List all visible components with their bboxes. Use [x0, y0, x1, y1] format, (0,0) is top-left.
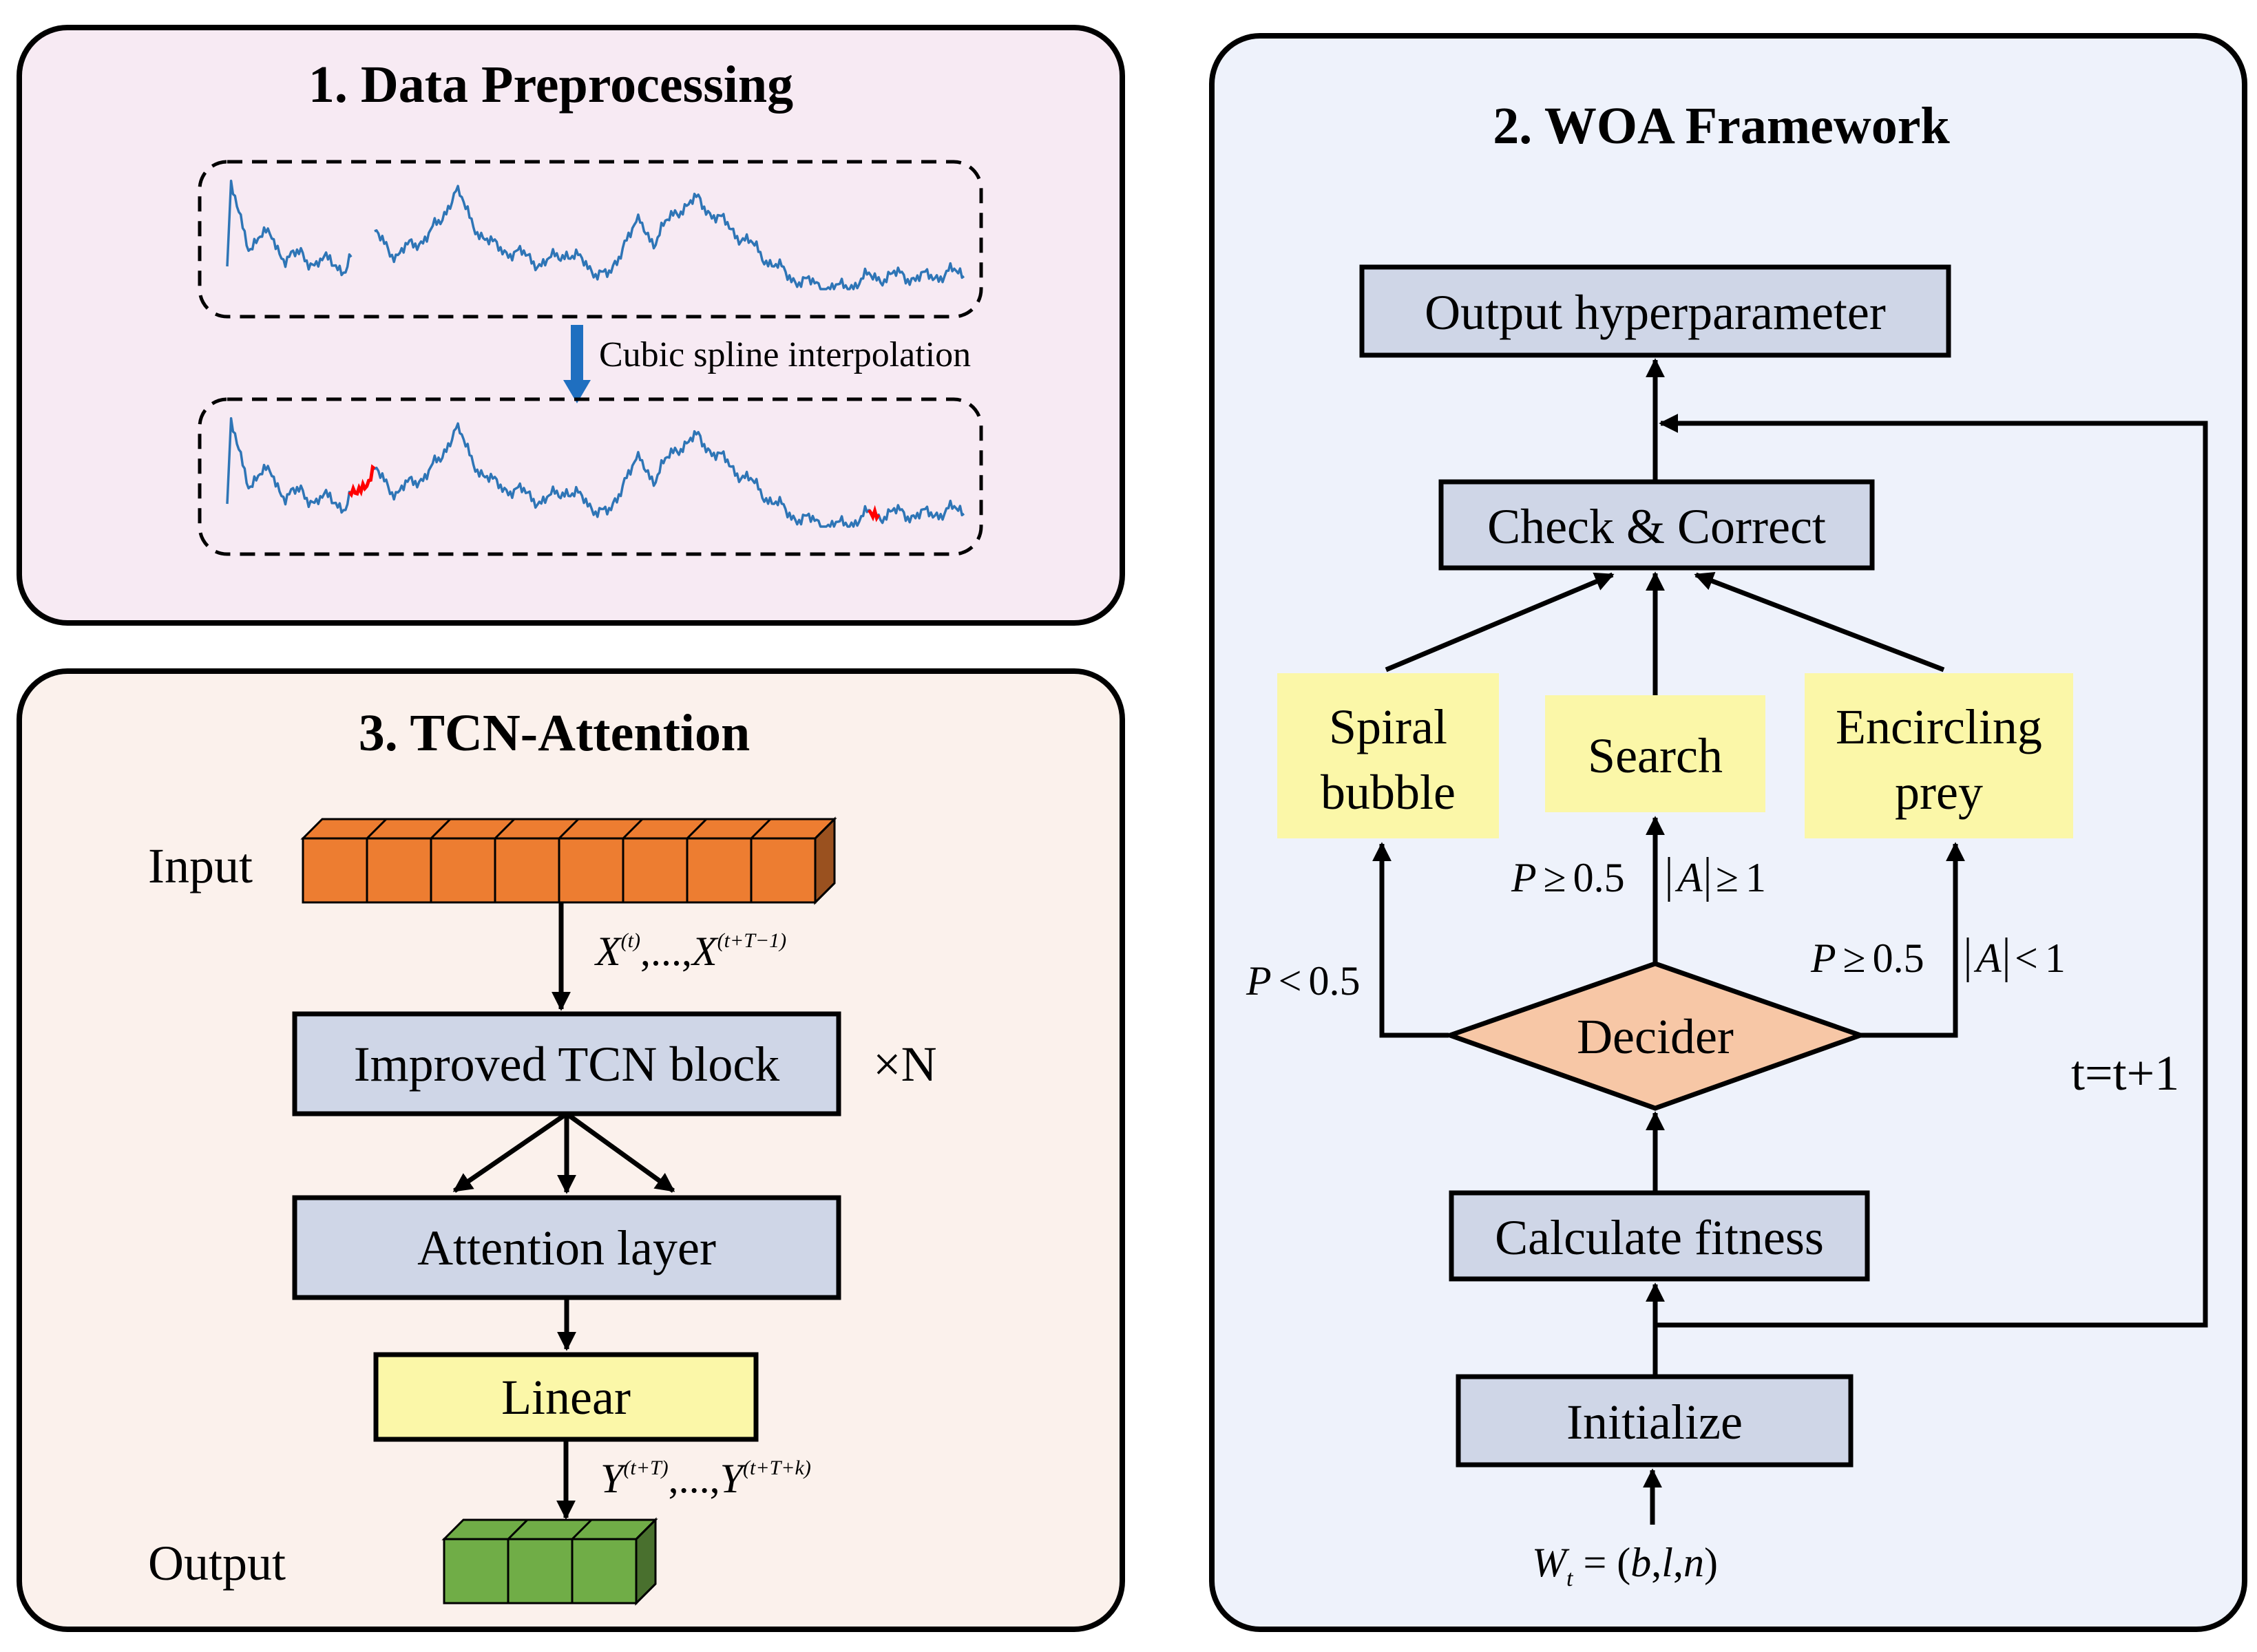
output-hyperparameter-box	[1359, 264, 1951, 358]
output-tensor	[441, 1517, 658, 1606]
tensor-cell	[507, 1538, 574, 1605]
tensor-cell-edge	[494, 818, 516, 840]
interpolated-signal-frame	[198, 397, 983, 556]
tensor-cell	[443, 1538, 510, 1605]
iteration-loop-arrow	[1655, 414, 2208, 1328]
tensor-cell	[558, 837, 624, 904]
output-sequence-label: Y(t+T),...,Y(t+T+k)	[600, 1456, 811, 1501]
encircling-prey-label-line1: Encircling	[1836, 699, 2042, 754]
input-label: Input	[148, 838, 253, 893]
initialize-box	[1456, 1374, 1854, 1468]
calculate-fitness-label: Calculate fitness	[1495, 1210, 1824, 1265]
spiral-bubble-label-line2: bubble	[1321, 765, 1456, 820]
condition-search-p: P≥0.5	[1511, 855, 1625, 900]
improved-tcn-block-label: Improved TCN block	[354, 1037, 780, 1092]
tensor-cell-edge	[686, 818, 708, 840]
decider-to-encircling-arrow	[1860, 842, 1965, 1038]
spiral-to-check-arrow	[1385, 572, 1615, 673]
condition-encircle-a: A <1	[1966, 935, 2066, 982]
initial-parameters-formula: Wt = (b,l,n)	[1532, 1540, 1718, 1591]
condition-spiral: P<0.5	[1246, 958, 1361, 1004]
attention-arrow-right	[565, 1112, 675, 1193]
search-label: Search	[1588, 728, 1723, 783]
output-hyperparameter-label: Output hyperparameter	[1425, 285, 1886, 340]
tensor-cell-edge	[366, 818, 388, 840]
panel-2-title: 2. WOA Framework	[1493, 97, 1950, 155]
spiral-bubble-box	[1277, 673, 1499, 838]
tensor-cell-edge	[571, 1518, 593, 1540]
encircling-prey-label-line2: prey	[1895, 765, 1983, 820]
input-sequence-label: X(t),...,X(t+T−1)	[594, 929, 786, 974]
tensor-top-face	[441, 1518, 658, 1540]
panel-3-title: 3. TCN-Attention	[359, 704, 750, 762]
decider-to-spiral-arrow	[1372, 842, 1449, 1038]
encircling-prey-box	[1805, 673, 2073, 838]
tensor-cell-edge	[750, 818, 772, 840]
svg-text:A: A	[1973, 935, 2002, 981]
spiral-bubble-label-line1: Spiral	[1329, 699, 1447, 754]
attention-arrow-left	[452, 1112, 568, 1193]
tensor-cell	[686, 837, 753, 904]
tensor-cell	[571, 1538, 638, 1605]
panel-tcn-attention: 3. TCN-Attention Input X(t),...,X(t+T−1)…	[17, 668, 1125, 1632]
initialize-label: Initialize	[1566, 1395, 1743, 1450]
tensor-cell	[366, 837, 432, 904]
tensor-cell-edge	[622, 818, 644, 840]
panel-1-title: 1. Data Preprocessing	[308, 56, 793, 114]
tensor-cell	[430, 837, 496, 904]
tensor-cell-edge	[430, 818, 452, 840]
calculate-fitness-box	[1449, 1190, 1870, 1282]
check-correct-box	[1438, 479, 1875, 571]
output-label: Output	[148, 1536, 286, 1591]
tensor-cell-edge	[558, 818, 580, 840]
attention-layer-label: Attention layer	[417, 1220, 716, 1275]
search-box	[1545, 695, 1765, 812]
iteration-label: t=t+1	[2071, 1046, 2179, 1101]
svg-text:A: A	[1675, 855, 1703, 900]
interpolated-segment-2	[867, 505, 881, 522]
encircling-to-check-arrow	[1694, 571, 1945, 673]
check-correct-label: Check & Correct	[1487, 499, 1826, 554]
interpolated-segment-1	[348, 464, 376, 498]
tensor-cell-edge	[814, 818, 836, 840]
attention-layer-box	[292, 1195, 841, 1300]
interpolation-arrow-head	[563, 380, 591, 403]
decider-diamond	[1442, 961, 1868, 1111]
raw-signal-line	[226, 179, 965, 290]
raw-signal-frame	[198, 160, 983, 319]
tensor-cell-edge	[635, 1518, 657, 1540]
interpolation-label: Cubic spline interpolation	[599, 335, 971, 374]
panel-woa-framework: 2. WOA Framework Output hyperparameter C…	[1209, 33, 2247, 1632]
input-tensor	[300, 816, 837, 905]
tensor-cell	[750, 837, 817, 904]
repeat-n-label: ×N	[873, 1037, 937, 1092]
panel-3-background	[17, 668, 1125, 1632]
tensor-cell	[494, 837, 560, 904]
decider-label: Decider	[1577, 1009, 1734, 1064]
tensor-cell	[622, 837, 689, 904]
linear-label: Linear	[501, 1370, 631, 1425]
condition-encircle-p: P≥0.5	[1810, 935, 1924, 981]
svg-text:≥1: ≥1	[1716, 855, 1766, 900]
tensor-cell	[302, 837, 368, 904]
panel-data-preprocessing: 1. Data Preprocessing Cubic spline inter…	[17, 25, 1125, 626]
tensor-cell-edge	[507, 1518, 529, 1540]
improved-tcn-block-box	[292, 1011, 841, 1116]
svg-text:<1: <1	[2015, 935, 2066, 981]
condition-search-a: A ≥1	[1668, 855, 1766, 902]
